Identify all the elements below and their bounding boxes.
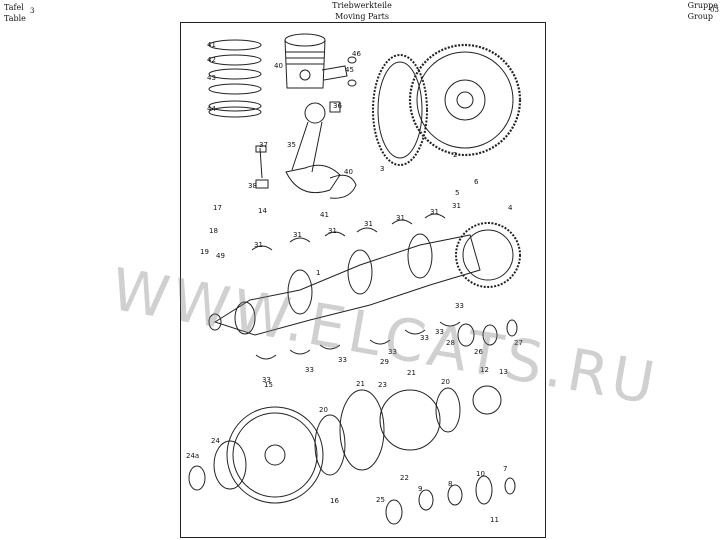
title-german: Triebwerkteile — [332, 1, 392, 10]
title-english: Moving Parts — [335, 12, 389, 21]
label-18: 18 — [209, 227, 218, 235]
label-37: 40 — [344, 168, 353, 176]
diagram-frame — [180, 22, 546, 538]
label-6: 6 — [474, 178, 479, 186]
connecting-rod-drawing — [255, 101, 357, 199]
label-29: 29 — [380, 358, 389, 366]
label-5: 5 — [455, 189, 459, 197]
label-30-b: 31 — [293, 231, 302, 239]
flexplate-drawing — [372, 54, 428, 166]
label-14: 14 — [258, 207, 267, 215]
label-9: 9 — [418, 485, 422, 493]
label-24: 24 — [211, 437, 220, 445]
label-4: 4 — [508, 204, 513, 212]
label-31-c: 33 — [338, 356, 347, 364]
label-22: 22 — [400, 474, 409, 482]
label-38: 41 — [320, 211, 329, 219]
label-13: 13 — [499, 368, 508, 376]
label-31-e: 33 — [420, 334, 429, 342]
label-41: 41 — [207, 41, 216, 49]
label-2: 2 — [453, 151, 457, 159]
label-17: 17 — [213, 204, 222, 212]
label-12: 12 — [480, 366, 489, 374]
label-19: 19 — [200, 248, 209, 256]
group-label: Group — [687, 12, 713, 21]
label-21-a: 21 — [356, 380, 365, 388]
label-33: 35 — [287, 141, 296, 149]
label-24a: 24a — [186, 452, 199, 460]
page-title: Triebwerkteile Moving Parts — [0, 0, 724, 22]
tafel-label: Tafel — [4, 3, 24, 12]
label-36: 38 — [248, 182, 257, 190]
label-34: 36 — [333, 102, 342, 110]
label-31-b: 33 — [305, 366, 314, 374]
label-21-b: 21 — [407, 369, 416, 377]
piston-drawing — [284, 33, 357, 89]
label-46: 46 — [352, 50, 361, 58]
label-30-c: 31 — [328, 227, 337, 235]
label-42: 42 — [207, 56, 216, 64]
group-label-block: Gruppe Group — [688, 0, 718, 22]
label-10: 10 — [476, 470, 485, 478]
pulley-and-seals-drawing — [188, 319, 518, 525]
label-11: 11 — [490, 516, 499, 524]
label-20-b: 20 — [441, 378, 450, 386]
label-27: 27 — [514, 339, 523, 347]
label-44: 44 — [207, 105, 216, 113]
label-15: 15 — [264, 381, 273, 389]
bearing-shells-drawing — [251, 213, 461, 360]
label-3: 3 — [380, 165, 384, 173]
label-31-a: 33 — [262, 376, 271, 384]
label-31-f: 33 — [435, 328, 444, 336]
label-30-a: 31 — [254, 241, 263, 249]
label-23: 23 — [378, 381, 387, 389]
label-16: 16 — [330, 497, 339, 505]
label-25: 25 — [376, 496, 385, 504]
label-30-e: 31 — [396, 214, 405, 222]
table-label: Table — [4, 14, 26, 23]
label-28: 28 — [446, 339, 455, 347]
label-30-d: 31 — [364, 220, 373, 228]
label-26: 26 — [474, 348, 483, 356]
label-7: 7 — [503, 465, 507, 473]
label-45: 45 — [345, 66, 354, 74]
flywheel-drawing — [408, 43, 522, 157]
label-20-a: 20 — [319, 406, 328, 414]
label-40: 40 — [274, 62, 283, 70]
label-49: 49 — [216, 252, 225, 260]
label-8: 8 — [448, 480, 452, 488]
crankshaft-drawing — [208, 222, 521, 336]
gruppe-label: Gruppe — [687, 1, 718, 10]
label-1: 1 — [316, 269, 320, 277]
label-30-f: 31 — [430, 208, 439, 216]
table-number: 3 — [30, 7, 35, 15]
group-number: 03 — [710, 6, 719, 14]
part-number-labels: 41 42 43 44 40 46 45 36 35 37 38 40 41 3… — [186, 41, 523, 524]
label-35: 37 — [259, 141, 268, 149]
label-31-g: 33 — [455, 302, 464, 310]
label-43: 43 — [207, 74, 216, 82]
label-30-g: 31 — [452, 202, 461, 210]
piston-rings-drawing — [208, 39, 262, 118]
table-label-block: Tafel Table — [4, 2, 26, 24]
label-31-d: 33 — [388, 348, 397, 356]
